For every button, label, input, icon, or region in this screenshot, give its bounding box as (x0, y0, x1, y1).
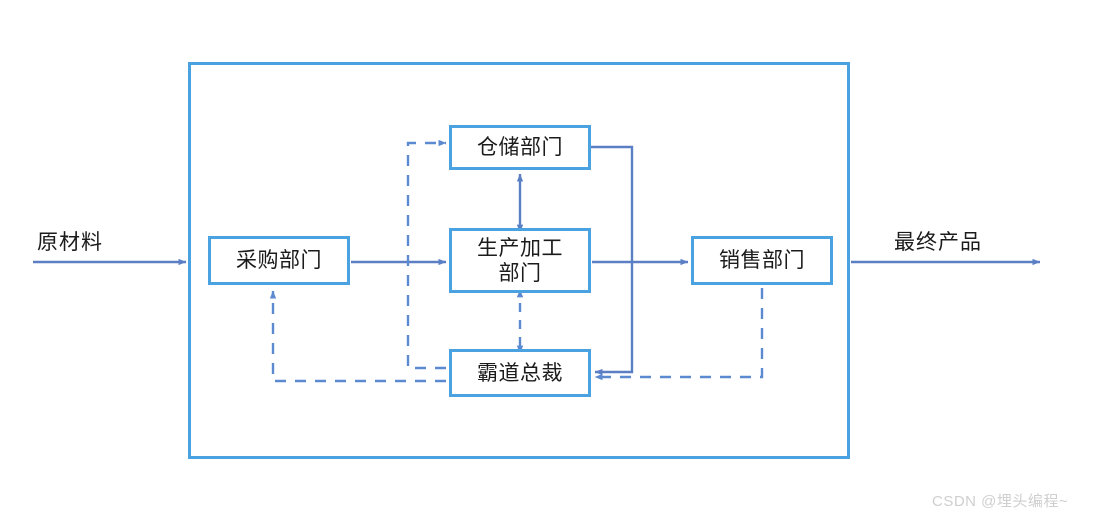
label-final-product: 最终产品 (894, 230, 982, 254)
enterprise-boundary-rect (188, 62, 850, 459)
label-raw-material: 原材料 (37, 230, 103, 254)
node-ceo[interactable]: 霸道总裁 (449, 349, 591, 397)
node-warehouse-department[interactable]: 仓储部门 (449, 125, 591, 170)
node-purchasing-department[interactable]: 采购部门 (208, 236, 350, 285)
csdn-watermark: CSDN @埋头编程~ (932, 493, 1069, 510)
edge-warehouse-to-ceo (591, 145, 634, 376)
node-production-department[interactable]: 生产加工 部门 (449, 228, 591, 293)
edge-ceo-to-warehouse (406, 139, 447, 370)
edge-sales-to-ceo (594, 288, 764, 381)
node-sales-department[interactable]: 销售部门 (691, 236, 833, 285)
